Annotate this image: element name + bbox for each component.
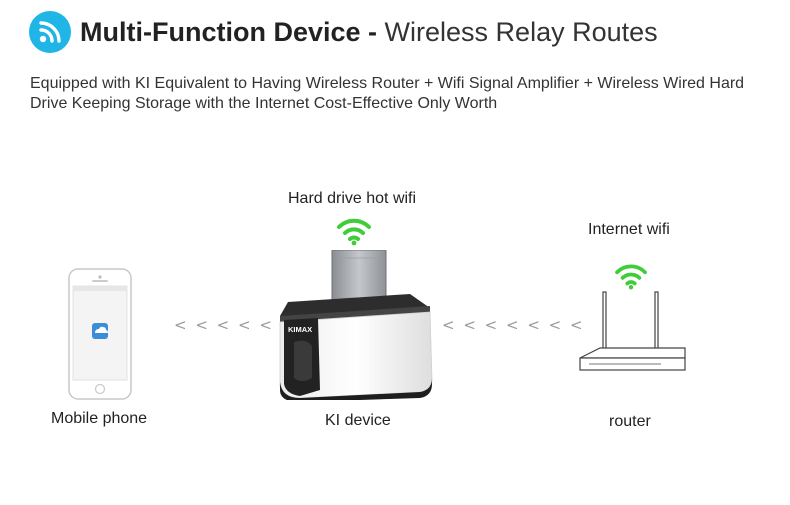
title-separator: - xyxy=(368,17,378,47)
device-label: KI device xyxy=(325,412,391,429)
router-icon xyxy=(579,291,686,371)
arrow-device-to-phone: < < < < < < < xyxy=(174,316,317,334)
title-light: Wireless Relay Routes xyxy=(384,17,658,47)
device-brand: KIMAX xyxy=(288,325,312,334)
router-wifi-icon xyxy=(615,264,647,290)
device-caption: Hard drive hot wifi xyxy=(288,190,417,207)
router-caption: Internet wifi xyxy=(588,221,670,238)
device-wifi-icon xyxy=(337,218,371,246)
description-text: Equipped with KI Equivalent to Having Wi… xyxy=(30,75,745,112)
title-bold: Multi-Function Device xyxy=(80,17,361,47)
hard-drive-dock-icon: KIMAX xyxy=(279,250,433,400)
mobile-phone-icon xyxy=(68,268,132,400)
arrow-router-to-device: < < < < < < < xyxy=(442,316,585,334)
router-label: router xyxy=(609,413,651,430)
phone-label: Mobile phone xyxy=(51,410,148,427)
wifi-signal-icon xyxy=(29,11,71,53)
page-title: Multi-Function Device - Wireless Relay R… xyxy=(80,15,658,49)
